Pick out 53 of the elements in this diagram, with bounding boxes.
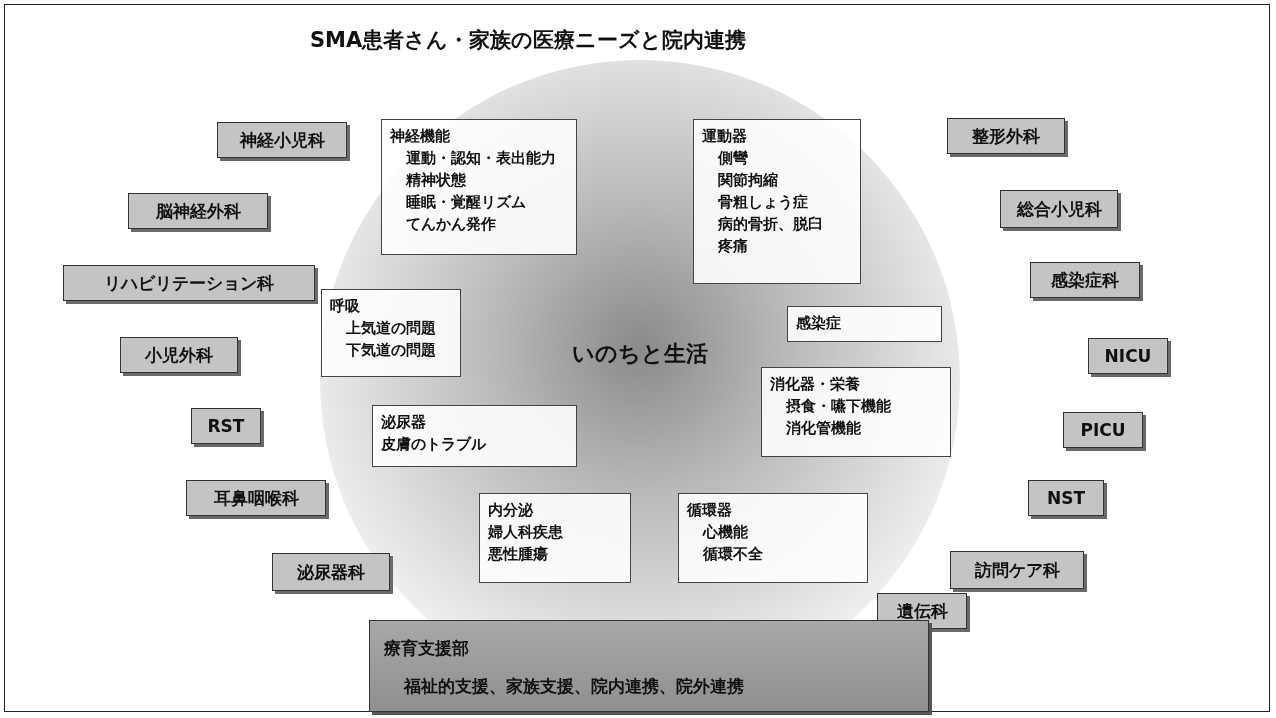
- list-item: 運動・認知・表出能力: [405, 148, 557, 169]
- list-item: 睡眠・覚醒リズム: [405, 192, 527, 213]
- list-item: 皮膚のトラブル: [381, 434, 487, 455]
- list-item: 下気道の問題: [345, 340, 437, 361]
- department-box: 訪問ケア科: [950, 551, 1084, 589]
- box-heading: 循環器: [687, 500, 733, 521]
- list-item: 心機能: [701, 522, 749, 543]
- needs-box: [787, 306, 942, 342]
- department-box: 耳鼻咽喉科: [186, 480, 326, 516]
- needs-box: [479, 493, 631, 583]
- department-box: NICU: [1088, 338, 1168, 374]
- department-box: 総合小児科: [1000, 190, 1118, 228]
- box-heading: 神経機能: [390, 126, 451, 147]
- department-box: RST: [191, 408, 261, 444]
- needs-box: [693, 119, 861, 284]
- department-box: 整形外科: [947, 118, 1065, 154]
- box-heading: 呼吸: [330, 296, 361, 317]
- list-item: 悪性腫瘍: [488, 544, 549, 565]
- department-box: 小児外科: [120, 337, 238, 373]
- list-item: 上気道の問題: [345, 318, 437, 339]
- department-box: PICU: [1063, 412, 1143, 448]
- needs-box: [761, 367, 951, 457]
- needs-box: [321, 289, 461, 377]
- box-heading: 泌尿器: [381, 412, 427, 433]
- needs-box: [381, 119, 577, 255]
- list-item: 摂食・嚥下機能: [785, 396, 892, 417]
- department-box: NST: [1028, 480, 1104, 516]
- department-box: 感染症科: [1030, 262, 1140, 298]
- center-label: いのちと生活: [570, 338, 710, 370]
- list-item: 病的骨折、脱臼: [717, 214, 824, 235]
- department-box: リハビリテーション科: [63, 265, 315, 301]
- needs-box: [678, 493, 868, 583]
- list-item: 循環不全: [702, 544, 764, 565]
- box-heading: 感染症: [796, 313, 842, 334]
- list-item: てんかん発作: [405, 214, 497, 235]
- department-box: 神経小児科: [217, 122, 347, 158]
- department-box: 脳神経外科: [128, 193, 268, 229]
- list-item: 側彎: [716, 148, 749, 169]
- box-heading: 消化器・栄養: [770, 374, 861, 395]
- support-panel: [369, 620, 929, 712]
- list-item: 婦人科疾患: [488, 522, 564, 543]
- list-item: 関節拘縮: [717, 170, 779, 191]
- box-heading: 運動器: [702, 126, 748, 147]
- list-item: 疼痛: [717, 236, 749, 257]
- list-item: 骨粗しょう症: [717, 192, 809, 213]
- department-box: 泌尿器科: [272, 553, 390, 591]
- needs-box: [372, 405, 577, 467]
- list-item: 精神状態: [405, 170, 467, 191]
- list-item: 福祉的支援、家族支援、院内連携、院外連携: [402, 675, 745, 698]
- title: SMA患者さん・家族の医療ニーズと院内連携: [310, 27, 747, 54]
- box-heading: 療育支援部: [384, 637, 470, 660]
- list-item: 消化管機能: [785, 418, 862, 439]
- box-heading: 内分泌: [488, 500, 534, 521]
